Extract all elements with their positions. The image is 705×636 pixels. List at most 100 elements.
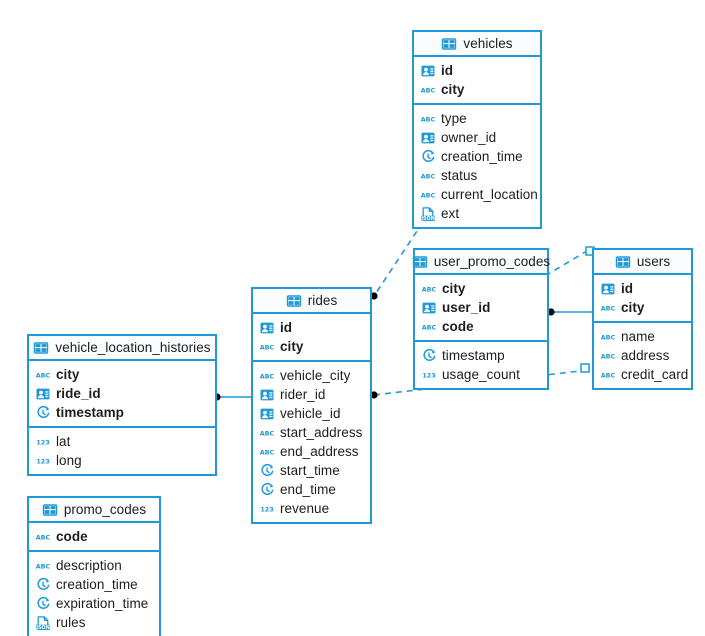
table-grid-icon: [615, 254, 631, 270]
table-header-vehicles[interactable]: vehicles: [414, 32, 540, 57]
field-row-description[interactable]: ABC description: [29, 556, 159, 575]
abc-string-icon: ABC: [35, 558, 51, 574]
field-row-timestamp[interactable]: timestamp: [415, 346, 547, 365]
field-label: rider_id: [280, 387, 326, 402]
clock-timestamp-icon: [421, 348, 437, 364]
field-row-expiration_time[interactable]: expiration_time: [29, 594, 159, 613]
abc-string-icon: ABC: [421, 319, 437, 335]
field-label: timestamp: [442, 348, 505, 363]
field-label: long: [56, 453, 82, 468]
field-row-vehicle_id[interactable]: vehicle_id: [253, 404, 370, 423]
field-row-end_time[interactable]: end_time: [253, 480, 370, 499]
field-row-start_address[interactable]: ABC start_address: [253, 423, 370, 442]
field-row-creation_time[interactable]: creation_time: [414, 147, 540, 166]
svg-text:ABC: ABC: [422, 323, 437, 331]
field-row-start_time[interactable]: start_time: [253, 461, 370, 480]
table-grid-icon: [286, 293, 302, 309]
json-doc-icon: JSON: [420, 206, 436, 222]
table-header-users[interactable]: users: [594, 250, 691, 275]
field-row-user_id[interactable]: user_id: [415, 298, 547, 317]
svg-text:ABC: ABC: [601, 352, 616, 360]
field-row-id[interactable]: id: [594, 279, 691, 298]
field-row-timestamp[interactable]: timestamp: [29, 403, 215, 422]
json-doc-icon: JSON: [35, 615, 51, 631]
field-row-ride_id[interactable]: ride_id: [29, 384, 215, 403]
table-header-vehicle_location_histories[interactable]: vehicle_location_histories: [29, 336, 215, 361]
field-label: user_id: [442, 300, 491, 315]
abc-string-icon: ABC: [600, 367, 616, 383]
relationship-vehicle-location-histories-to-rides[interactable]: [213, 393, 251, 401]
field-row-id[interactable]: id: [253, 318, 370, 337]
field-label: owner_id: [441, 130, 497, 145]
field-row-usage_count[interactable]: 123 usage_count: [415, 365, 547, 384]
svg-text:123: 123: [422, 371, 435, 379]
table-header-rides[interactable]: rides: [253, 289, 370, 314]
field-row-rider_id[interactable]: rider_id: [253, 385, 370, 404]
field-row-city[interactable]: ABC city: [415, 279, 547, 298]
svg-text:ABC: ABC: [421, 86, 436, 94]
key-card-icon: [600, 281, 616, 297]
relationship-user-promo-codes-to-users[interactable]: [547, 308, 592, 316]
field-label: id: [621, 281, 634, 296]
field-label: vehicle_id: [280, 406, 341, 421]
clock-timestamp-icon: [35, 596, 51, 612]
clock-timestamp-icon: [35, 405, 51, 421]
svg-text:ABC: ABC: [601, 371, 616, 379]
table-header-user_promo_codes[interactable]: user_promo_codes: [412, 250, 551, 275]
key-card-icon: [259, 320, 275, 336]
abc-string-icon: ABC: [259, 425, 275, 441]
field-label: city: [442, 281, 466, 296]
field-label: code: [56, 529, 88, 544]
field-label: id: [280, 320, 293, 335]
svg-text:ABC: ABC: [422, 285, 437, 293]
svg-text:123: 123: [36, 438, 49, 446]
field-label: type: [441, 111, 467, 126]
table-grid-icon: [441, 36, 457, 52]
field-row-rules[interactable]: JSON rules: [29, 613, 159, 632]
field-row-owner_id[interactable]: owner_id: [414, 128, 540, 147]
table-title: vehicle_location_histories: [55, 340, 211, 355]
field-label: lat: [56, 434, 71, 449]
field-label: ext: [441, 206, 460, 221]
table-header-promo_codes[interactable]: promo_codes: [29, 498, 159, 523]
field-label: rules: [56, 615, 86, 630]
field-row-lat[interactable]: 123 lat: [29, 432, 215, 451]
svg-text:ABC: ABC: [36, 371, 51, 379]
field-label: start_address: [280, 425, 363, 440]
abc-string-icon: ABC: [600, 300, 616, 316]
table-title: user_promo_codes: [433, 254, 551, 269]
clock-timestamp-icon: [420, 149, 436, 165]
field-row-long[interactable]: 123 long: [29, 451, 215, 470]
field-label: usage_count: [442, 367, 520, 382]
field-row-creation_time[interactable]: creation_time: [29, 575, 159, 594]
svg-text:123: 123: [36, 457, 49, 465]
abc-string-icon: ABC: [600, 329, 616, 345]
field-label: description: [56, 558, 122, 573]
field-row-ext[interactable]: JSON ext: [414, 204, 540, 223]
field-row-id[interactable]: id: [414, 61, 540, 80]
